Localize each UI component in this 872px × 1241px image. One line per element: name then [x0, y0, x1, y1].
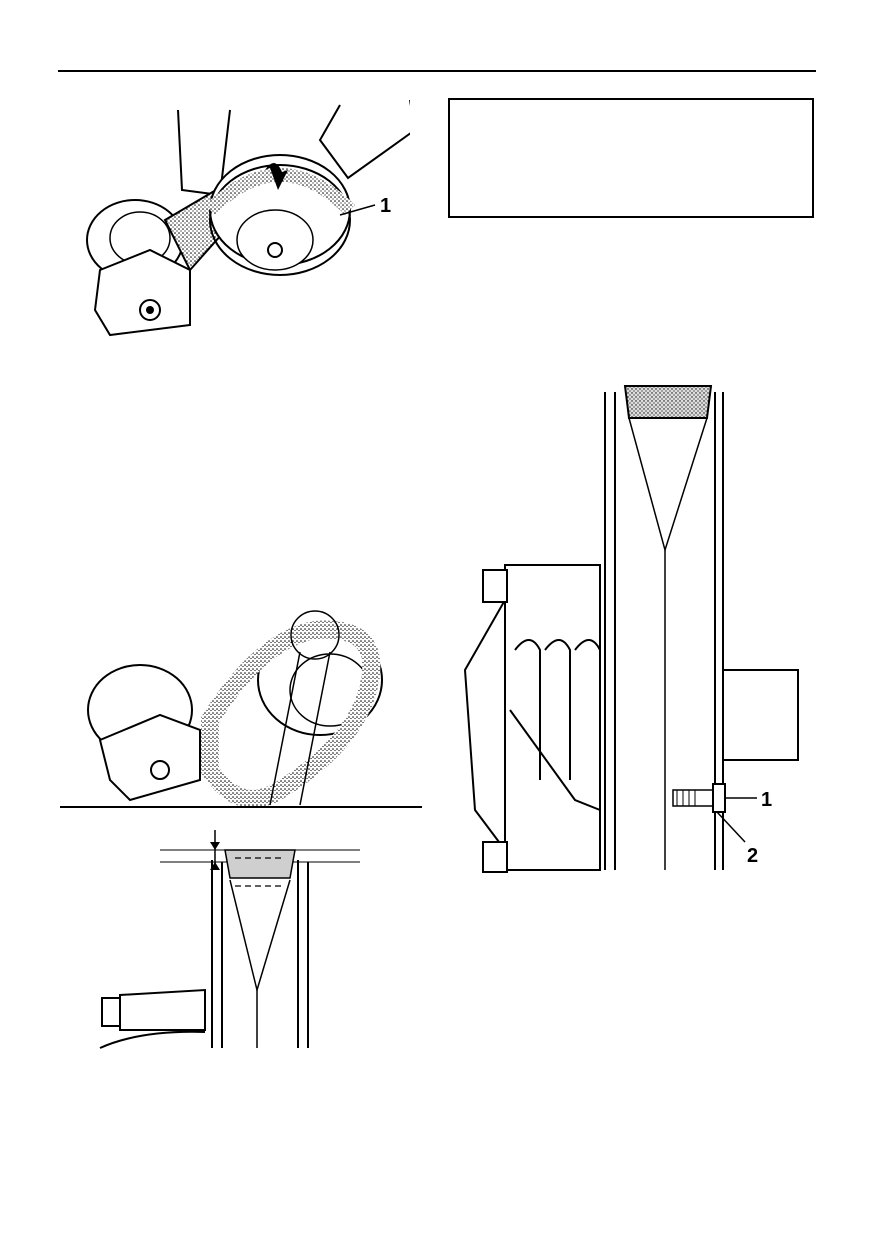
left-arm [177, 109, 231, 197]
belt-cross-section [623, 385, 713, 419]
clutch-housing [93, 248, 191, 337]
belt-removal-illustration: 1 [86, 100, 410, 337]
adjusting-bolt [672, 789, 714, 807]
belt-cross-section [224, 849, 296, 879]
belt-removal-figure: 1 [70, 100, 410, 350]
locknut [712, 783, 726, 813]
right-arm [318, 100, 410, 180]
note-box [448, 98, 814, 218]
nut-icon [482, 569, 508, 603]
rotation-arrow-icon [265, 162, 288, 190]
secondary-sheave-figure: 1 2 [455, 380, 805, 875]
belt-wear-figure [60, 600, 430, 1050]
detail-circle [290, 610, 340, 660]
clutch-housing [504, 564, 601, 871]
sheave-shaft [119, 988, 206, 1031]
clutch-housing [98, 713, 201, 802]
drive-belt [201, 620, 381, 808]
belt-wear-illustration [60, 610, 422, 1049]
header-rule [58, 70, 816, 72]
callout-1: 1 [761, 789, 772, 811]
callout-1: 1 [380, 195, 391, 217]
nut-icon [482, 841, 508, 873]
secondary-sheave-illustration: 1 2 [463, 385, 799, 873]
nut-icon [101, 997, 121, 1027]
callout-2: 2 [747, 845, 758, 867]
sheave-hub [722, 669, 799, 761]
compression-spring [514, 639, 601, 780]
